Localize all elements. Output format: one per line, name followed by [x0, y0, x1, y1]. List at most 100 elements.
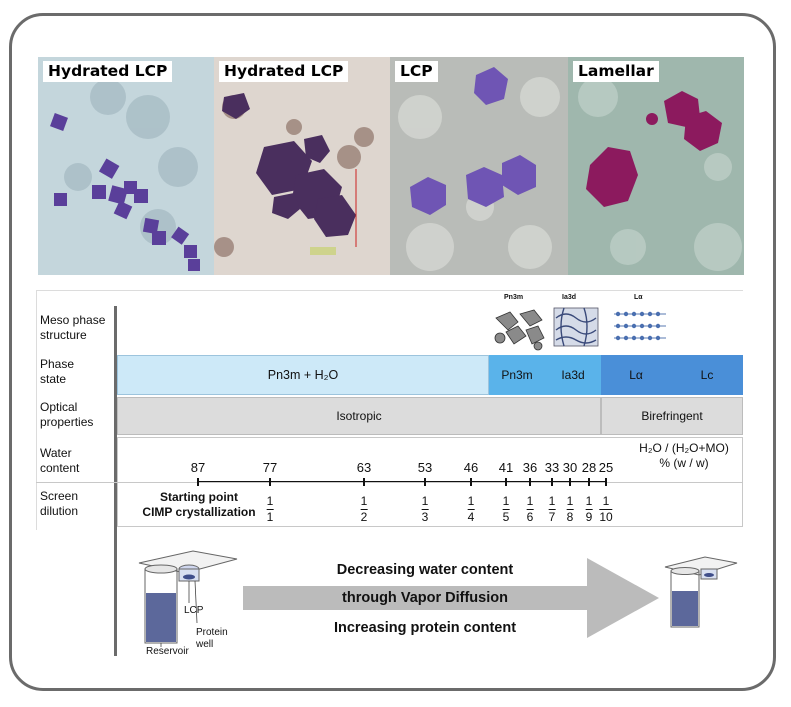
photo-label: Lamellar: [573, 61, 659, 82]
arrow-text-line3: Increasing protein content: [333, 620, 517, 636]
reservoir-label: Reservoir: [146, 646, 189, 657]
photo-hydrated-lcp-1: Hydrated LCP: [38, 57, 214, 275]
dilution-fraction-bar: [599, 509, 613, 510]
start-point-label: Starting point CIMP crystallization: [142, 490, 256, 519]
water-value: 53: [417, 460, 433, 475]
water-tick-mark: [588, 478, 590, 486]
arrow-text-line1: Decreasing water content: [336, 562, 514, 578]
well-right-illustration: [664, 556, 738, 628]
structure-lamellar: Lα: [612, 294, 668, 352]
photo-label: LCP: [395, 61, 438, 82]
water-value: 77: [262, 460, 278, 475]
water-tick-mark: [505, 478, 507, 486]
table-top-rule: [36, 290, 743, 291]
water-tick-mark: [569, 478, 571, 486]
dilution-fraction-bar: [360, 509, 368, 510]
water-tick-mark: [470, 478, 472, 486]
photo-label: Hydrated LCP: [219, 61, 349, 82]
row-label-screen: Screen dilution: [40, 489, 79, 518]
arrow-text-line2: through Vapor Diffusion: [342, 590, 508, 606]
structure-pn3m-label: Pn3m: [504, 294, 524, 301]
water-value: 87: [190, 460, 206, 475]
dilution-numerator: 1: [502, 494, 510, 508]
dilution-denominator: 10: [599, 510, 613, 524]
photo-label: Hydrated LCP: [43, 61, 173, 82]
water-tick-mark: [551, 478, 553, 486]
water-value: 33: [544, 460, 560, 475]
phase-cell-pn3m: Pn3m: [489, 355, 545, 395]
dilution-denominator: 6: [526, 510, 534, 524]
phase-cell-lc: Lc: [671, 355, 743, 395]
dilution-denominator: 2: [360, 510, 368, 524]
water-tick-mark: [605, 478, 607, 486]
structure-ia3d-label: Ia3d: [562, 294, 577, 301]
structure-la-label: Lα: [634, 294, 643, 301]
water-value: 63: [356, 460, 372, 475]
row-label-optical: Optical properties: [40, 400, 94, 429]
dilution-denominator: 3: [421, 510, 429, 524]
dilution-fraction-bar: [585, 509, 593, 510]
row-label-water: Water content: [40, 446, 80, 475]
dilution-denominator: 4: [467, 510, 475, 524]
dilution-denominator: 1: [266, 510, 274, 524]
dilution-numerator: 1: [602, 494, 610, 508]
phase-cell-la: Lα: [601, 355, 671, 395]
table-left-rule: [114, 306, 117, 656]
water-value: 28: [581, 460, 597, 475]
dilution-fraction-bar: [502, 509, 510, 510]
dilution-denominator: 9: [585, 510, 593, 524]
table-left-border: [36, 290, 37, 530]
dilution-denominator: 7: [548, 510, 556, 524]
water-unit-label: H₂O / (H₂O+MO) % (w / w): [639, 441, 729, 470]
dilution-numerator: 1: [360, 494, 368, 508]
water-value: 30: [562, 460, 578, 475]
water-tick-mark: [424, 478, 426, 486]
dilution-fraction-bar: [566, 509, 574, 510]
lcp-label: LCP: [184, 605, 204, 616]
optical-cell-isotropic: Isotropic: [117, 397, 601, 435]
dilution-fraction-bar: [467, 509, 475, 510]
dilution-numerator: 1: [526, 494, 534, 508]
water-tick-mark: [197, 478, 199, 486]
dilution-denominator: 5: [502, 510, 510, 524]
photo-lamellar: Lamellar: [568, 57, 744, 275]
dilution-denominator: 8: [566, 510, 574, 524]
phase-cell-ia3d: Ia3d: [545, 355, 601, 395]
water-tick-mark: [363, 478, 365, 486]
water-divider: [36, 482, 743, 483]
structure-pn3m: Pn3m: [490, 294, 548, 352]
row-label-phase: Phase state: [40, 357, 75, 386]
dilution-fraction-bar: [548, 509, 556, 510]
water-value: 25: [598, 460, 614, 475]
dilution-numerator: 1: [566, 494, 574, 508]
dilution-numerator: 1: [467, 494, 475, 508]
photo-hydrated-lcp-2: Hydrated LCP: [214, 57, 390, 275]
well-left-illustration: [138, 550, 238, 647]
dilution-fraction-bar: [421, 509, 429, 510]
dilution-numerator: 1: [266, 494, 274, 508]
row-label-meso: Meso phase structure: [40, 313, 106, 342]
water-value: 36: [522, 460, 538, 475]
dilution-numerator: 1: [585, 494, 593, 508]
phase-cell-pn3m-h2o: Pn3m + H₂O: [117, 355, 489, 395]
photo-lcp: LCP: [390, 57, 568, 275]
protein-well-label: Protein well: [196, 627, 228, 650]
water-tick-mark: [269, 478, 271, 486]
dilution-fraction-bar: [526, 509, 534, 510]
water-tick-mark: [529, 478, 531, 486]
water-value: 46: [463, 460, 479, 475]
structure-ia3d: Ia3d: [552, 294, 600, 352]
water-value: 41: [498, 460, 514, 475]
dilution-numerator: 1: [548, 494, 556, 508]
optical-cell-birefringent: Birefringent: [601, 397, 743, 435]
